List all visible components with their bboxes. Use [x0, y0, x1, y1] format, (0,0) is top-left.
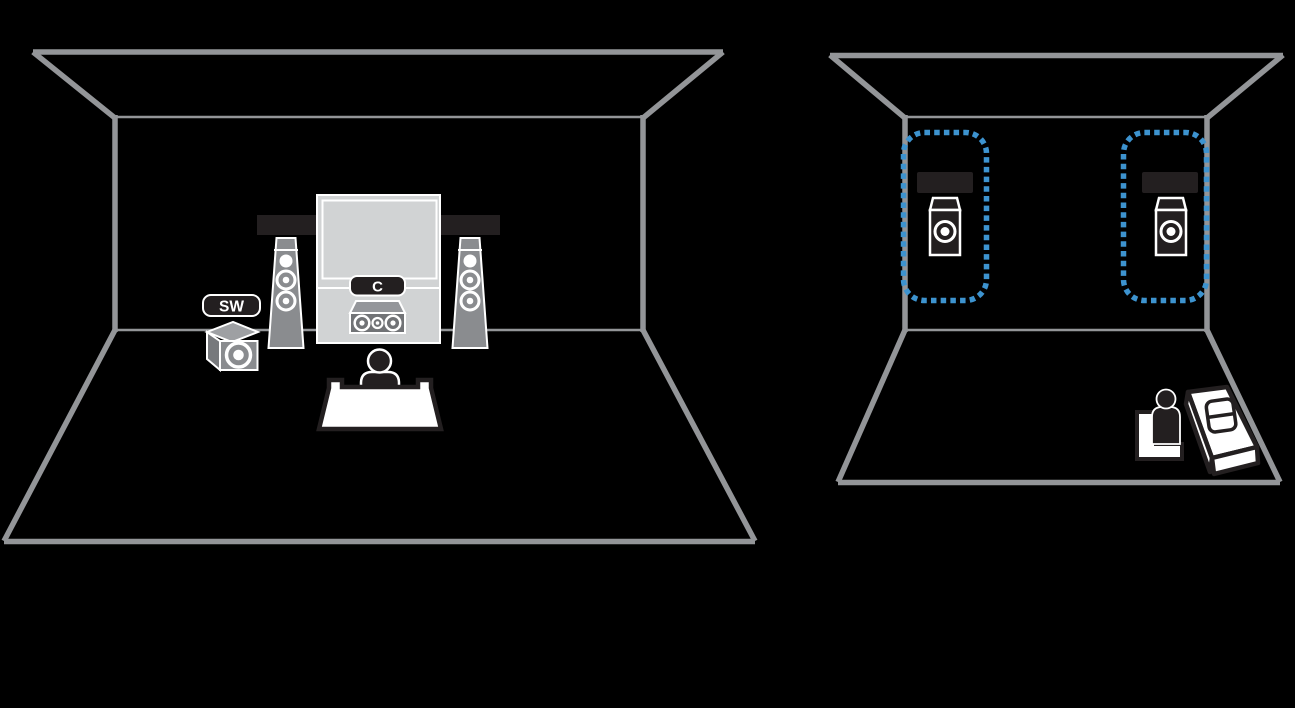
wireless-speaker-left-icon [928, 196, 962, 257]
second-room [828, 52, 1285, 486]
speaker-highlight-left [900, 129, 990, 304]
main-room: C SW [1, 49, 758, 545]
main-room-outline [1, 49, 758, 545]
subwoofer-label: SW [202, 294, 261, 317]
center-speaker-label: C [349, 275, 406, 297]
front-speaker-right-icon [451, 237, 489, 349]
wireless-speaker-right-label [1142, 172, 1198, 193]
wireless-speaker-right-icon [1154, 196, 1188, 257]
center-speaker-label-text: C [372, 279, 383, 296]
subwoofer-label-text: SW [219, 299, 244, 316]
person-icon [1151, 388, 1181, 445]
front-speaker-left-icon [267, 237, 305, 349]
wireless-speaker-left-label [917, 172, 973, 193]
sofa-icon [316, 377, 444, 432]
center-speaker-icon [348, 300, 407, 334]
bed-icon [1183, 384, 1261, 477]
speaker-highlight-right [1120, 129, 1210, 304]
subwoofer-icon [204, 320, 261, 373]
